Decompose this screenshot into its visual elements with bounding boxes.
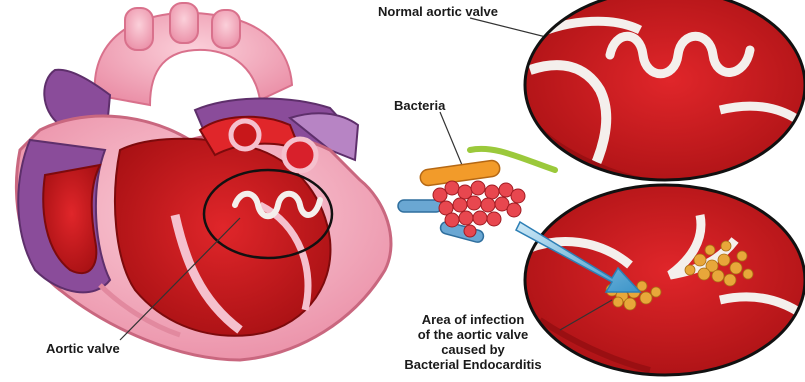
bacteria-label: Bacteria	[394, 98, 445, 113]
infection-label-line3: caused by	[384, 342, 562, 357]
infection-label-line2: of the aortic valve	[384, 327, 562, 342]
bacteria-cluster	[398, 112, 555, 243]
heart-illustration	[16, 3, 391, 360]
infection-label-line4: Bacterial Endocarditis	[384, 357, 562, 372]
normal-aortic-valve-label: Normal aortic valve	[378, 4, 498, 19]
infection-label-line1: Area of infection	[384, 312, 562, 327]
aortic-valve-label: Aortic valve	[46, 341, 120, 356]
infected-valve-magnified	[520, 180, 805, 377]
infection-area-label: Area of infection of the aortic valve ca…	[384, 312, 562, 372]
normal-valve-magnified	[520, 0, 805, 190]
